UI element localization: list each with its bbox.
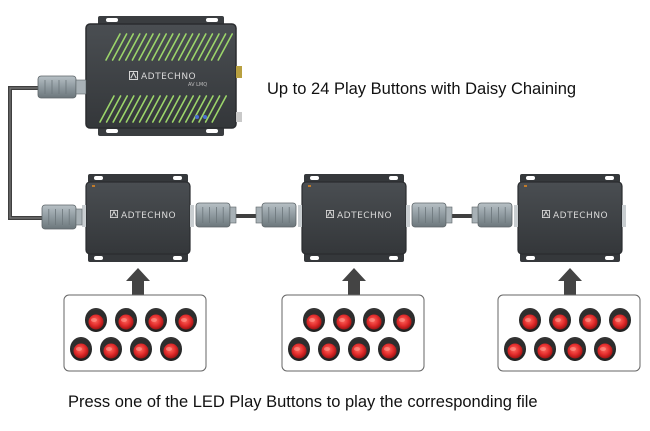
led-play-button[interactable] — [333, 308, 355, 332]
serial-connector — [255, 202, 297, 228]
cables — [8, 86, 478, 220]
led-play-button[interactable] — [594, 337, 616, 361]
led-button-group-1 — [63, 268, 207, 372]
led-play-button[interactable] — [378, 337, 400, 361]
led-play-button[interactable] — [534, 337, 556, 361]
led-play-button[interactable] — [145, 308, 167, 332]
vent-slots-top — [105, 33, 233, 61]
led-play-button[interactable] — [549, 308, 571, 332]
led-play-button[interactable] — [85, 308, 107, 332]
up-arrow-icon — [342, 268, 366, 296]
serial-connector — [411, 202, 453, 228]
button-controller-units: ADTECHNO ADTECHNO ADTECHNO — [41, 174, 626, 262]
led-play-button[interactable] — [519, 308, 541, 332]
led-play-button[interactable] — [348, 337, 370, 361]
media-player-device: ADTECHNO AV LMQ — [37, 16, 242, 136]
led-play-button[interactable] — [100, 337, 122, 361]
button-controller-unit-3: ADTECHNO — [514, 174, 626, 262]
diagram-title: Up to 24 Play Buttons with Daisy Chainin… — [267, 80, 577, 98]
unit-brand-text: ADTECHNO — [337, 211, 392, 221]
up-arrow-icon — [558, 268, 582, 296]
unit-brand-text: ADTECHNO — [121, 211, 176, 221]
button-controller-unit-2: ADTECHNO — [298, 174, 410, 262]
led-button-group-2 — [281, 268, 425, 372]
led-play-button[interactable] — [303, 308, 325, 332]
led-play-button[interactable] — [318, 337, 340, 361]
serial-connector — [41, 204, 83, 230]
led-play-button[interactable] — [70, 337, 92, 361]
serial-connector — [195, 202, 237, 228]
player-cable — [8, 86, 42, 220]
led-play-button[interactable] — [115, 308, 137, 332]
led-play-button[interactable] — [175, 308, 197, 332]
led-play-button[interactable] — [579, 308, 601, 332]
serial-connector — [471, 202, 513, 228]
led-play-button[interactable] — [609, 308, 631, 332]
led-play-button[interactable] — [564, 337, 586, 361]
led-play-button[interactable] — [288, 337, 310, 361]
unit-brand-text: ADTECHNO — [553, 211, 608, 221]
led-play-button[interactable] — [130, 337, 152, 361]
vent-slots-bottom — [99, 95, 227, 123]
button-controller-unit-1: ADTECHNO — [82, 174, 194, 262]
up-arrow-icon — [126, 268, 150, 296]
player-brand-text: ADTECHNO — [141, 72, 196, 82]
player-sublabel: AV LMQ — [188, 82, 207, 88]
button-groups — [63, 268, 641, 372]
led-button-group-3 — [497, 268, 641, 372]
led-play-button[interactable] — [160, 337, 182, 361]
player-serial-connector — [37, 75, 87, 99]
led-play-button[interactable] — [363, 308, 385, 332]
led-play-button[interactable] — [504, 337, 526, 361]
led-play-button[interactable] — [393, 308, 415, 332]
diagram-caption: Press one of the LED Play Buttons to pla… — [68, 393, 538, 411]
